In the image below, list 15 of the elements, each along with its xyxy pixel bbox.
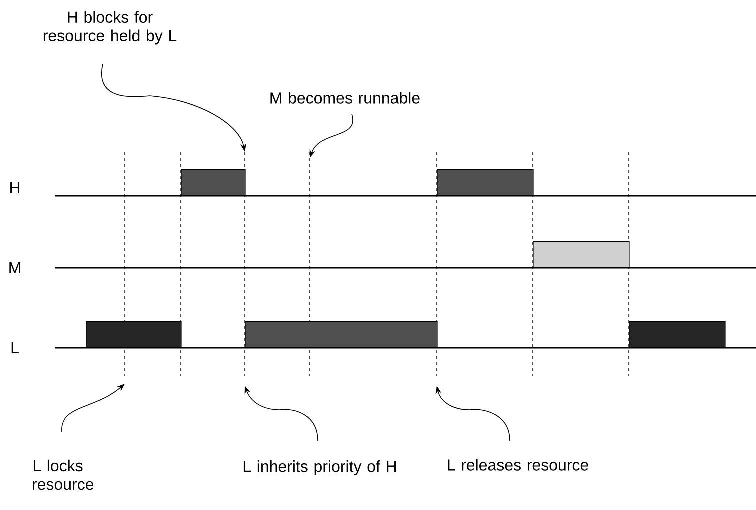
row-label: H [10, 182, 20, 194]
task-bar [437, 169, 534, 196]
task-bar [245, 321, 438, 348]
leader-line [62, 384, 125, 432]
annotation-text: L releases resource [448, 459, 588, 471]
task-bar [86, 321, 182, 348]
task-bar [629, 321, 726, 348]
annotation-text: H blocks for resource held by L [44, 11, 177, 45]
annotation-text: L locks resource [33, 460, 94, 490]
row-label: L [12, 342, 19, 354]
annotation-text: M becomes runnable [270, 92, 420, 104]
task-bar [533, 241, 630, 268]
annotation-text: L inherits priority of H [244, 460, 396, 476]
task-bar [181, 169, 246, 196]
row-label: M [10, 262, 20, 274]
